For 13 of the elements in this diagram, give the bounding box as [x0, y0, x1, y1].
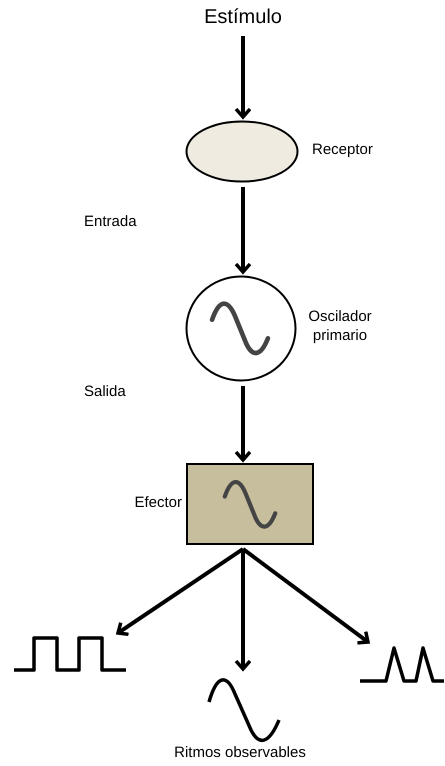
node-caption: Oscilador primario	[307, 308, 373, 346]
arrow	[234, 549, 252, 671]
arrow	[242, 547, 370, 645]
arrow	[234, 187, 252, 274]
node-caption: Efector	[133, 494, 182, 513]
caption-text: Entrada	[84, 213, 138, 232]
arrow	[234, 386, 252, 462]
arrow	[234, 36, 252, 119]
node-caption: Receptor	[312, 141, 374, 160]
stimulus-text: Estímulo	[203, 4, 283, 30]
arrow	[116, 547, 244, 636]
caption-text: Salida	[84, 383, 127, 402]
caption-text: Ritmos observables	[173, 744, 307, 763]
